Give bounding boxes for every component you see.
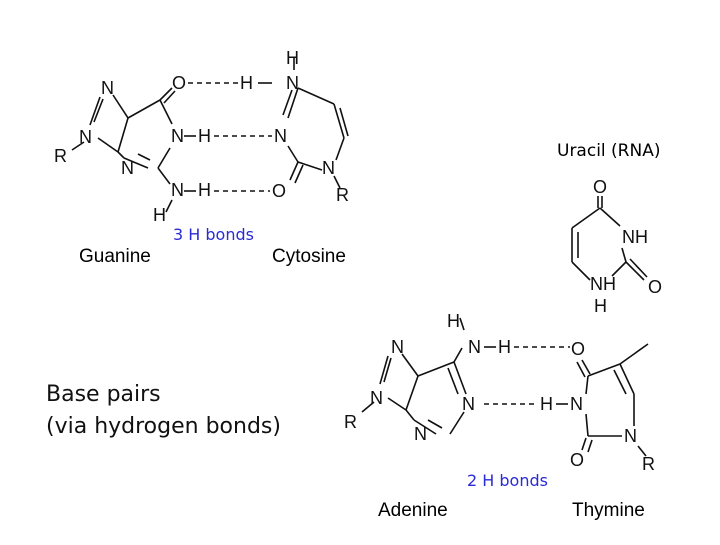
thymine-structure	[556, 343, 649, 457]
guanine-atom-h1: H	[198, 126, 211, 146]
adenine-atom-n7: N	[391, 337, 404, 357]
adenine-atom-n1: N	[462, 394, 475, 414]
adenine-atom-n6: N	[468, 337, 481, 357]
thymine-atom-r: R	[642, 454, 655, 474]
gc-bond-count: 3 H bonds	[173, 225, 254, 244]
cytosine-atom-n3: N	[274, 126, 287, 146]
cytosine-atom-r: R	[336, 185, 349, 205]
at-bond-count: 2 H bonds	[467, 471, 548, 490]
guanine-atom-r: R	[54, 146, 67, 166]
guanine-atom-o6: O	[172, 73, 186, 93]
adenine-atom-h6b: H	[447, 311, 460, 331]
adenine-atom-h6a: H	[498, 337, 511, 357]
thymine-label: Thymine	[572, 500, 645, 521]
uracil-atom-o4: O	[593, 177, 607, 197]
thymine-atom-h3: H	[540, 394, 553, 414]
cytosine-structure	[258, 58, 349, 189]
uracil-atom-n1h: NH	[590, 274, 616, 294]
guanine-atom-n7: N	[101, 78, 114, 98]
cytosine-atom-n1: N	[322, 158, 335, 178]
slide-title-line2: (via hydrogen bonds)	[46, 414, 281, 439]
adenine-atom-n9: N	[370, 388, 383, 408]
uracil-atom-n3h: NH	[622, 227, 648, 247]
cytosine-atom-h4a: H	[240, 73, 253, 93]
cytosine-label: Cytosine	[272, 246, 346, 267]
guanine-atom-n1: N	[171, 126, 184, 146]
adenine-atom-r: R	[344, 412, 357, 432]
guanine-atom-n2: N	[171, 180, 184, 200]
thymine-atom-o2: O	[570, 450, 584, 470]
guanine-atom-h2: H	[198, 180, 211, 200]
cytosine-atom-n4: N	[286, 73, 299, 93]
guanine-atom-h2b: H	[153, 205, 166, 225]
thymine-atom-n1: N	[624, 426, 637, 446]
guanine-atom-n3: N	[121, 158, 134, 178]
cytosine-atom-h4b: H	[286, 48, 299, 68]
adenine-atom-n3: N	[414, 424, 427, 444]
guanine-atom-n9: N	[79, 127, 92, 147]
uracil-structure	[571, 196, 648, 281]
adenine-label: Adenine	[378, 500, 448, 521]
guanine-structure	[71, 87, 196, 213]
uracil-label: Uracil (RNA)	[557, 141, 661, 161]
uracil-atom-n1h-h: H	[594, 296, 607, 316]
guanine-label: Guanine	[79, 246, 151, 267]
uracil-atom-o2: O	[648, 277, 662, 297]
thymine-atom-n3: N	[570, 394, 583, 414]
cytosine-atom-o2: O	[272, 181, 286, 201]
slide-title-line1: Base pairs	[46, 382, 161, 407]
thymine-atom-o4: O	[571, 339, 585, 359]
adenine-structure	[361, 317, 496, 435]
